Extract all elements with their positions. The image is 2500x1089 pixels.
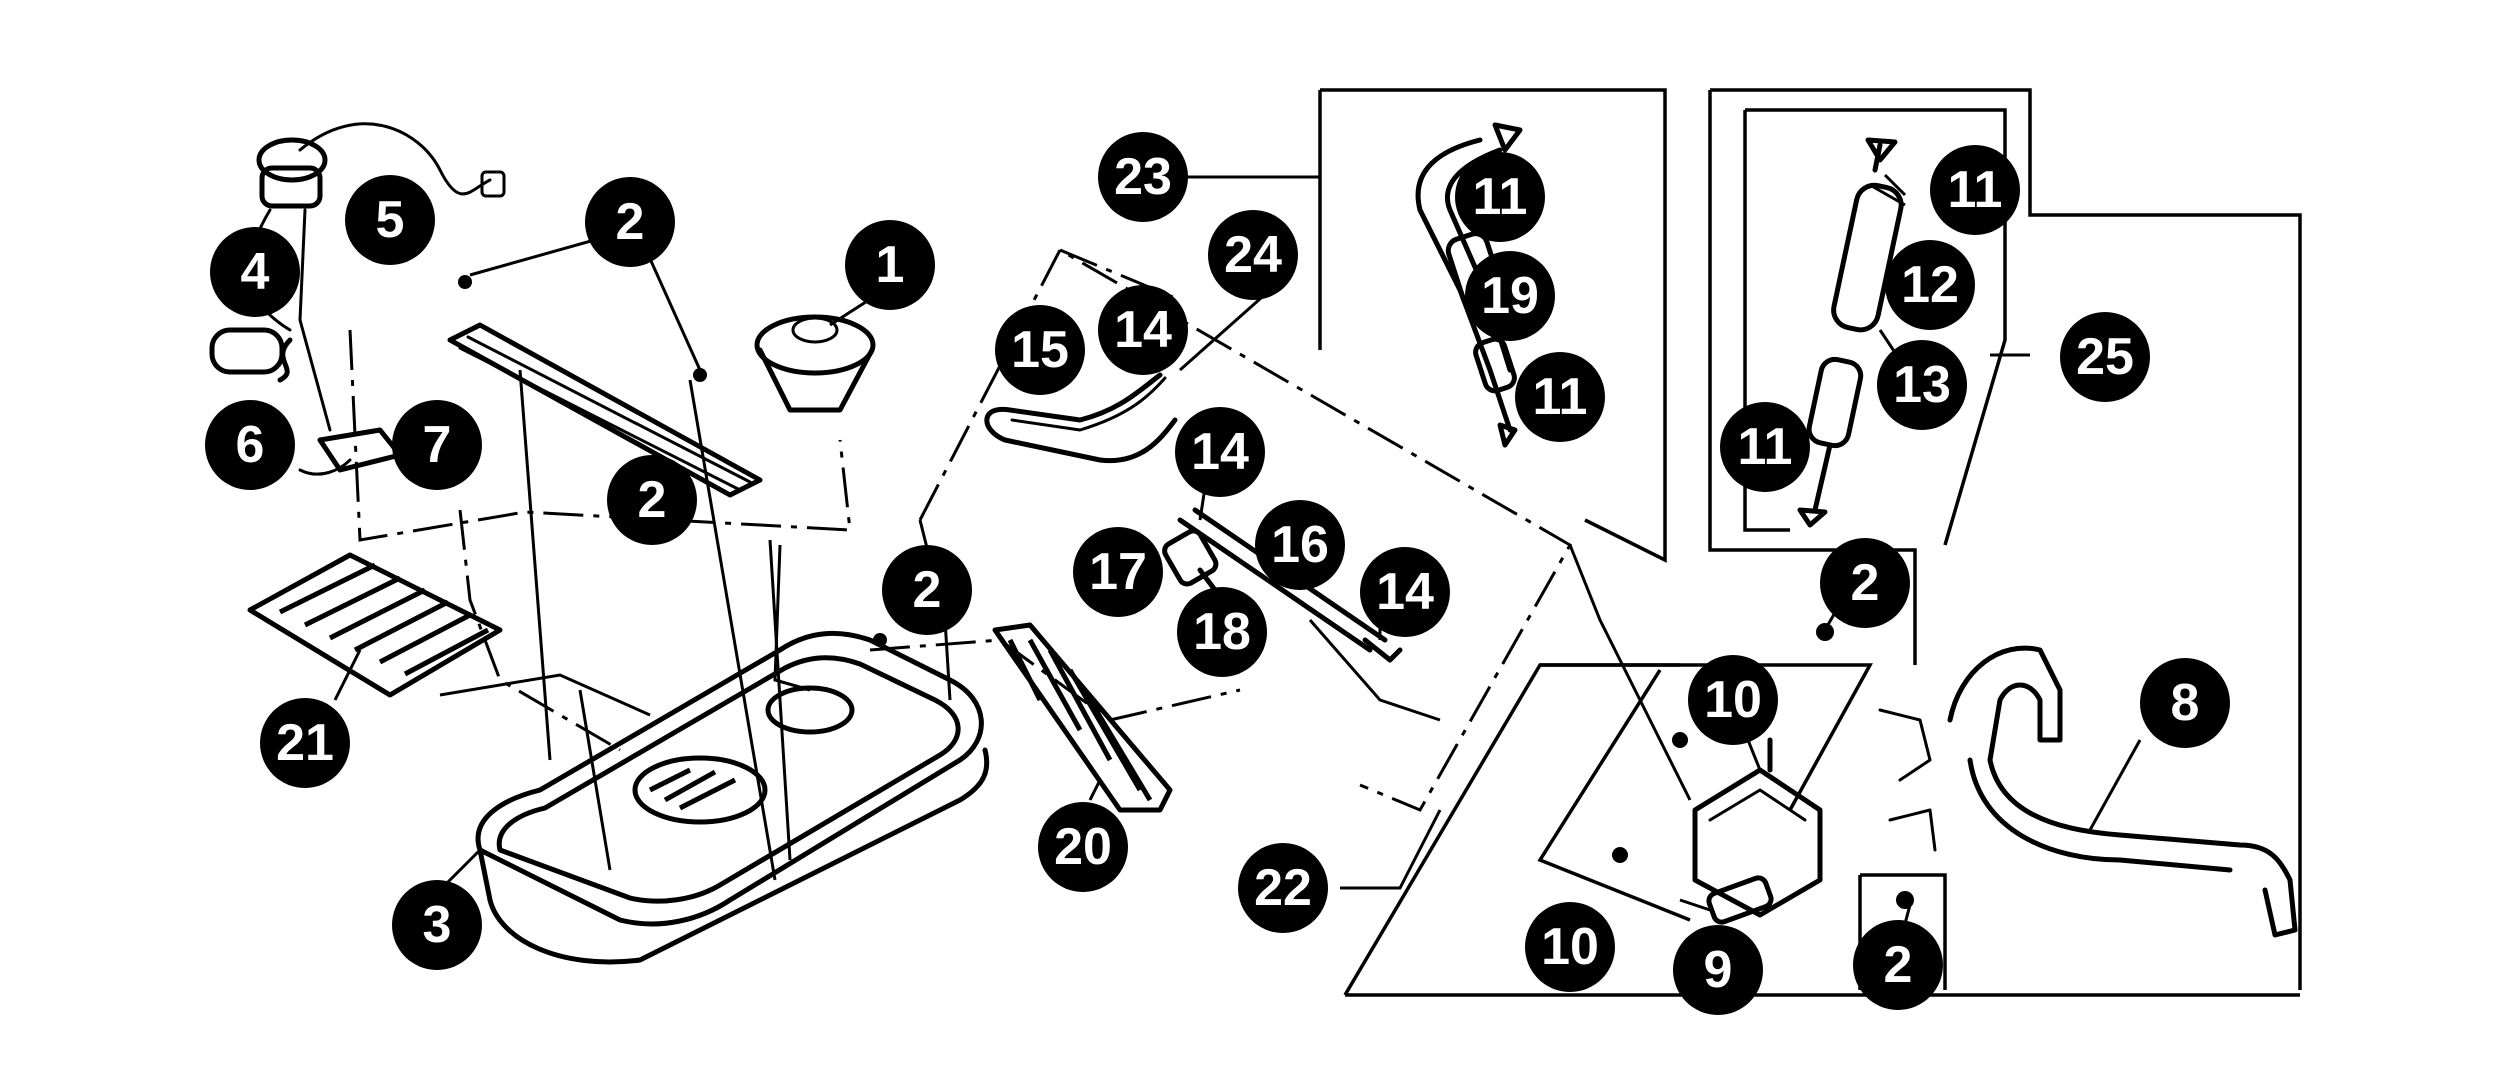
- callout-7: 7: [392, 400, 482, 490]
- svg-text:17: 17: [1089, 543, 1147, 601]
- callout-13: 13: [1877, 340, 1967, 430]
- callout-24: 24: [1208, 210, 1298, 300]
- callout-23: 23: [1098, 132, 1188, 222]
- callout-11-mid-center: 11: [1515, 352, 1605, 442]
- tank-pad-right: [992, 622, 1173, 813]
- callout-1: 1: [845, 220, 935, 310]
- callout-14-mid: 14: [1175, 407, 1265, 497]
- svg-text:10: 10: [1541, 918, 1599, 976]
- callout-2-left-mid: 2: [607, 455, 697, 545]
- svg-text:2: 2: [616, 193, 645, 251]
- callout-14-right: 14: [1360, 547, 1450, 637]
- callout-9: 9: [1673, 925, 1763, 1015]
- svg-text:11: 11: [1948, 161, 2003, 219]
- callout-12: 12: [1885, 240, 1975, 330]
- svg-text:14: 14: [1376, 563, 1434, 621]
- callout-19: 19: [1465, 251, 1555, 341]
- svg-text:19: 19: [1481, 267, 1539, 325]
- svg-text:9: 9: [1704, 941, 1733, 999]
- callout-8: 8: [2140, 658, 2230, 748]
- callout-4: 4: [210, 227, 300, 317]
- pump-bracket: [1878, 645, 2298, 938]
- tank-top-bracket: [447, 322, 763, 498]
- svg-text:25: 25: [2076, 328, 2134, 386]
- svg-text:11: 11: [1738, 418, 1793, 476]
- svg-text:2: 2: [1884, 936, 1913, 994]
- svg-text:18: 18: [1193, 603, 1251, 661]
- callouts: 1 2 2 2 2 2 3 4: [205, 132, 2230, 1015]
- callout-2-right-upper: 2: [1820, 538, 1910, 628]
- svg-text:15: 15: [1011, 321, 1069, 379]
- fuel-hose-12: [1806, 142, 1904, 513]
- callout-15: 15: [995, 305, 1085, 395]
- svg-text:3: 3: [423, 896, 452, 954]
- svg-text:2: 2: [638, 471, 667, 529]
- fuel-tank: [475, 630, 990, 965]
- svg-text:22: 22: [1254, 859, 1312, 917]
- svg-text:20: 20: [1054, 818, 1112, 876]
- callout-2-center: 2: [882, 545, 972, 635]
- svg-text:12: 12: [1901, 256, 1959, 314]
- callout-20: 20: [1038, 802, 1128, 892]
- svg-text:14: 14: [1191, 423, 1249, 481]
- svg-text:10: 10: [1704, 671, 1762, 729]
- callout-17: 17: [1073, 527, 1163, 617]
- callout-25: 25: [2060, 312, 2150, 402]
- callout-11-upper-right: 11: [1930, 145, 2020, 235]
- callout-11-upper-center: 11: [1455, 152, 1545, 242]
- callout-3: 3: [392, 880, 482, 970]
- svg-text:2: 2: [913, 561, 942, 619]
- svg-text:14: 14: [1114, 301, 1172, 359]
- svg-text:16: 16: [1271, 516, 1329, 574]
- callout-21: 21: [260, 698, 350, 788]
- svg-text:24: 24: [1224, 226, 1282, 284]
- svg-text:6: 6: [236, 416, 265, 474]
- callout-10-upper: 10: [1688, 655, 1778, 745]
- svg-text:13: 13: [1893, 356, 1951, 414]
- sender-float-clip: [298, 427, 403, 476]
- svg-text:2: 2: [1851, 554, 1880, 612]
- svg-text:21: 21: [276, 714, 334, 772]
- callout-5: 5: [345, 175, 435, 265]
- svg-text:8: 8: [2171, 674, 2200, 732]
- svg-text:1: 1: [876, 236, 905, 294]
- fuel-hose-15: [984, 372, 1178, 464]
- callout-22: 22: [1238, 843, 1328, 933]
- svg-text:4: 4: [241, 243, 270, 301]
- callout-10-lower: 10: [1525, 902, 1615, 992]
- callout-2-right-lower: 2: [1853, 920, 1943, 1010]
- svg-text:7: 7: [423, 416, 452, 474]
- fuel-cap: [754, 314, 876, 413]
- callout-14-upper: 14: [1098, 285, 1188, 375]
- svg-text:11: 11: [1533, 368, 1588, 426]
- svg-text:23: 23: [1114, 148, 1172, 206]
- callout-18: 18: [1177, 587, 1267, 677]
- callout-6: 6: [205, 400, 295, 490]
- callout-2-upper-left: 2: [585, 177, 675, 267]
- tank-pad-left: [247, 552, 503, 698]
- svg-text:11: 11: [1473, 168, 1528, 226]
- fasteners: [458, 122, 1914, 909]
- callout-16: 16: [1255, 500, 1345, 590]
- svg-text:5: 5: [376, 191, 405, 249]
- group-lines: [348, 88, 2302, 997]
- callout-11-mid-right: 11: [1720, 402, 1810, 492]
